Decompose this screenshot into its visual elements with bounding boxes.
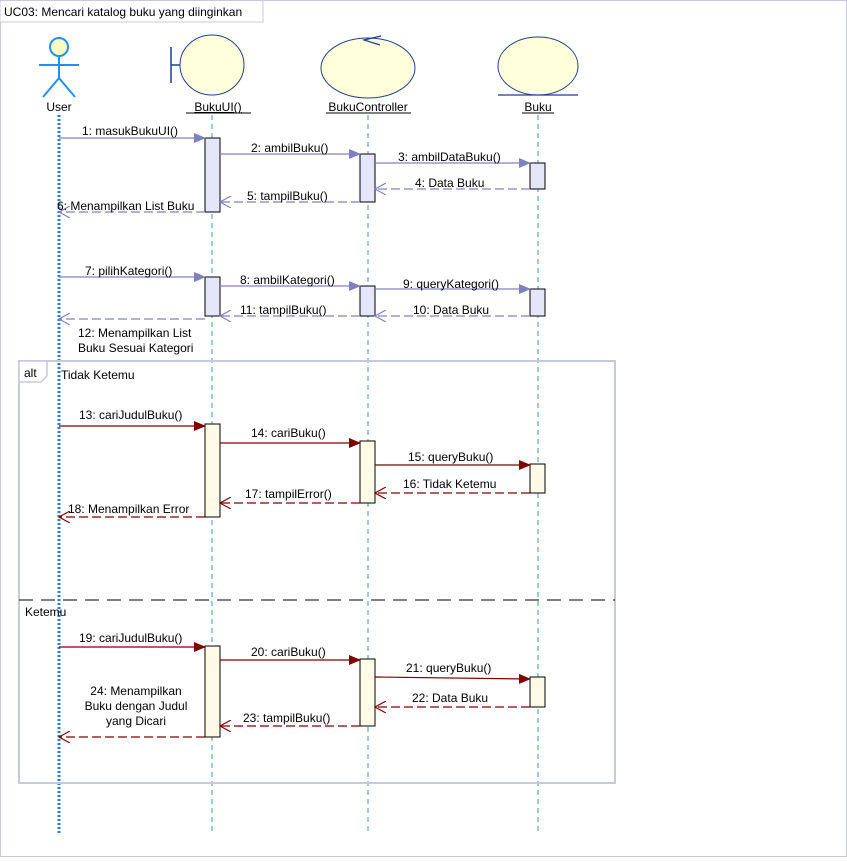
activation-bar — [359, 440, 376, 504]
fragment-operator: alt — [24, 366, 37, 380]
message-label-line: 24: Menampilkan — [90, 684, 181, 698]
guard-tidak-ketemu: Tidak Ketemu — [61, 368, 135, 382]
message-label: 19: cariJudulBuku() — [79, 631, 182, 645]
alt-fragment: alt Tidak Ketemu Ketemu — [18, 360, 616, 784]
lifeline-label-bukuui: BukuUI() — [194, 100, 241, 114]
activation-bar — [359, 285, 376, 317]
message-label: 14: cariBuku() — [251, 426, 326, 440]
message-label: 6: Menampilkan List Buku — [57, 199, 194, 213]
message-label: 22: Data Buku — [412, 691, 488, 705]
activations — [204, 137, 546, 738]
control-icon — [320, 35, 416, 99]
message-label: 5: tampilBuku() — [247, 189, 328, 203]
title-tab — [0, 0, 264, 23]
message-label-line: Buku dengan Judul — [85, 699, 188, 713]
message-arrow — [374, 673, 531, 684]
lifeline-label-bukucontroller: BukuController — [328, 100, 407, 114]
message-label: 4: Data Buku — [415, 176, 484, 190]
message-label: 13: cariJudulBuku() — [79, 408, 182, 422]
activation-bar — [529, 162, 546, 190]
message-label: 20: cariBuku() — [251, 645, 326, 659]
activation-bar — [204, 423, 221, 518]
lifeline-label-buku: Buku — [524, 100, 551, 114]
message-label: 23: tampilBuku() — [243, 711, 330, 725]
boundary-icon — [170, 34, 245, 96]
message-label: 3: ambilDataBuku() — [398, 150, 501, 164]
message-label: 2: ambilBuku() — [251, 141, 328, 155]
message-label: 16: Tidak Ketemu — [403, 477, 496, 491]
activation-bar — [359, 658, 376, 727]
message-label: 1: masukBukuUI() — [82, 124, 178, 138]
message-label-line: Buku Sesuai Kategori — [78, 341, 193, 355]
message-label-line: yang Dicari — [106, 714, 166, 728]
message-label: 10: Data Buku — [413, 303, 489, 317]
message-label: 15: queryBuku() — [408, 450, 493, 464]
activation-bar — [204, 645, 221, 738]
message-label: 9: queryKategori() — [403, 277, 499, 291]
guard-ketemu: Ketemu — [25, 605, 66, 619]
actor-user-icon — [39, 37, 79, 98]
activation-bar — [529, 463, 546, 494]
message-label: 18: Menampilkan Error — [68, 502, 189, 516]
lifeline-label-user: User — [46, 100, 71, 114]
message-label: 17: tampilError() — [245, 487, 332, 501]
diagram-title: UC03: Mencari katalog buku yang diingink… — [4, 5, 242, 19]
activation-bar — [359, 153, 376, 203]
message-label: 8: ambilKategori() — [240, 273, 335, 287]
message-labels: 1: masukBukuUI() 2: ambilBuku() 3: ambil… — [57, 124, 501, 728]
activation-bar — [529, 676, 546, 708]
activation-bar — [204, 137, 221, 213]
entity-icon — [497, 36, 579, 96]
message-label: 11: tampilBuku() — [240, 303, 326, 317]
message-arrows — [59, 133, 531, 737]
message-label: 7: pilihKategori() — [85, 264, 172, 278]
activation-bar — [529, 288, 546, 317]
message-label-line: 12: Menampilkan List — [78, 326, 192, 340]
activation-bar — [204, 276, 221, 317]
message-label: 21: queryBuku() — [406, 661, 491, 675]
